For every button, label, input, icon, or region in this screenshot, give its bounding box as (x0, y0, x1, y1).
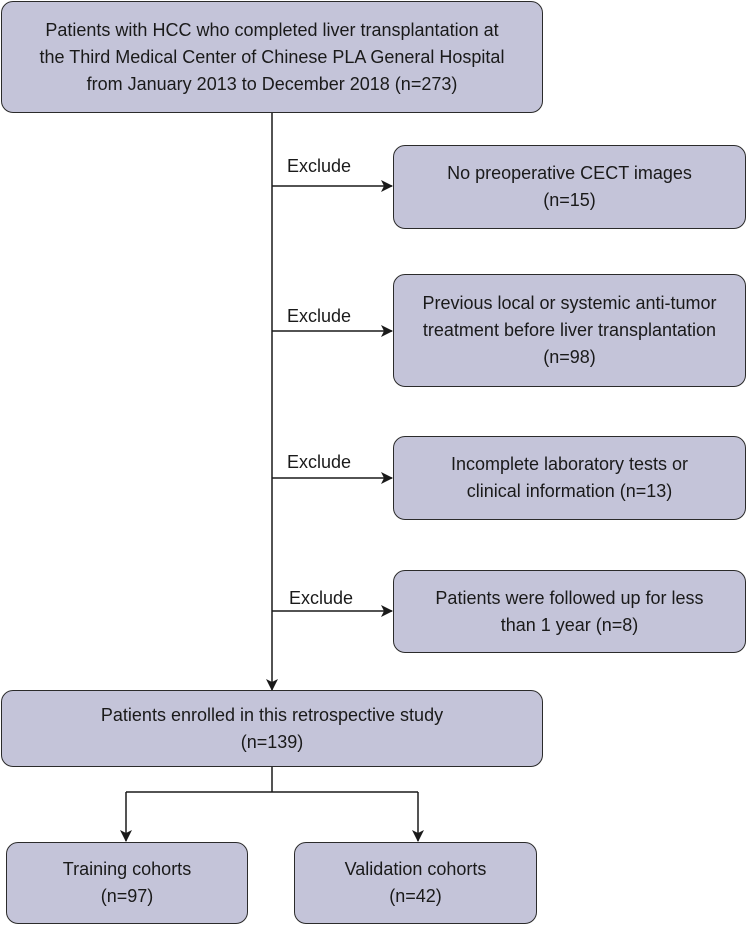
training-cohort-box: Training cohorts (n=97) (6, 842, 248, 924)
exclusion-1-line-2: (n=15) (543, 190, 596, 210)
exclusion-box-2: Previous local or systemic anti-tumor tr… (393, 274, 746, 387)
validation-cohort-box: Validation cohorts (n=42) (294, 842, 537, 924)
exclusion-4-line-2: than 1 year (n=8) (500, 614, 639, 635)
enrolled-box: Patients enrolled in this retrospective … (1, 690, 543, 767)
top-box: Patients with HCC who completed liver tr… (1, 1, 543, 113)
exclusion-3-line-1: Incomplete laboratory tests or (450, 454, 689, 474)
exclusion-3-line-2: clinical information (n=13) (466, 481, 673, 501)
exclusion-2-line-1: Previous local or systemic anti-tumor (422, 293, 717, 313)
exclusion-4-line-1: Patients were followed up for less (435, 587, 704, 608)
top-box-line-3: from January 2013 to December 2018 (n=27… (86, 73, 458, 94)
exclude-label-1: Exclude (287, 156, 352, 176)
top-box-line-1: Patients with HCC who completed liver tr… (45, 19, 499, 40)
exclusion-box-1: No preoperative CECT images (n=15) (393, 145, 746, 229)
training-line-2: (n=97) (100, 886, 154, 906)
exclusion-2-line-3: (n=98) (543, 347, 596, 367)
exclude-label-4: Exclude (289, 588, 354, 608)
training-line-1: Training cohorts (62, 859, 192, 879)
exclusion-box-4: Patients were followed up for less than … (393, 570, 746, 653)
exclude-label-3: Exclude (287, 452, 352, 472)
exclusion-box-3: Incomplete laboratory tests or clinical … (393, 436, 746, 520)
exclude-label-2: Exclude (287, 306, 352, 326)
validation-line-2: (n=42) (389, 886, 442, 906)
exclusion-1-line-1: No preoperative CECT images (447, 163, 692, 183)
top-box-line-2: the Third Medical Center of Chinese PLA … (39, 46, 505, 67)
exclusion-2-line-2: treatment before liver transplantation (422, 320, 717, 340)
enrolled-line-2: (n=139) (240, 731, 304, 752)
enrolled-line-1: Patients enrolled in this retrospective … (100, 704, 444, 725)
validation-line-1: Validation cohorts (344, 859, 487, 879)
